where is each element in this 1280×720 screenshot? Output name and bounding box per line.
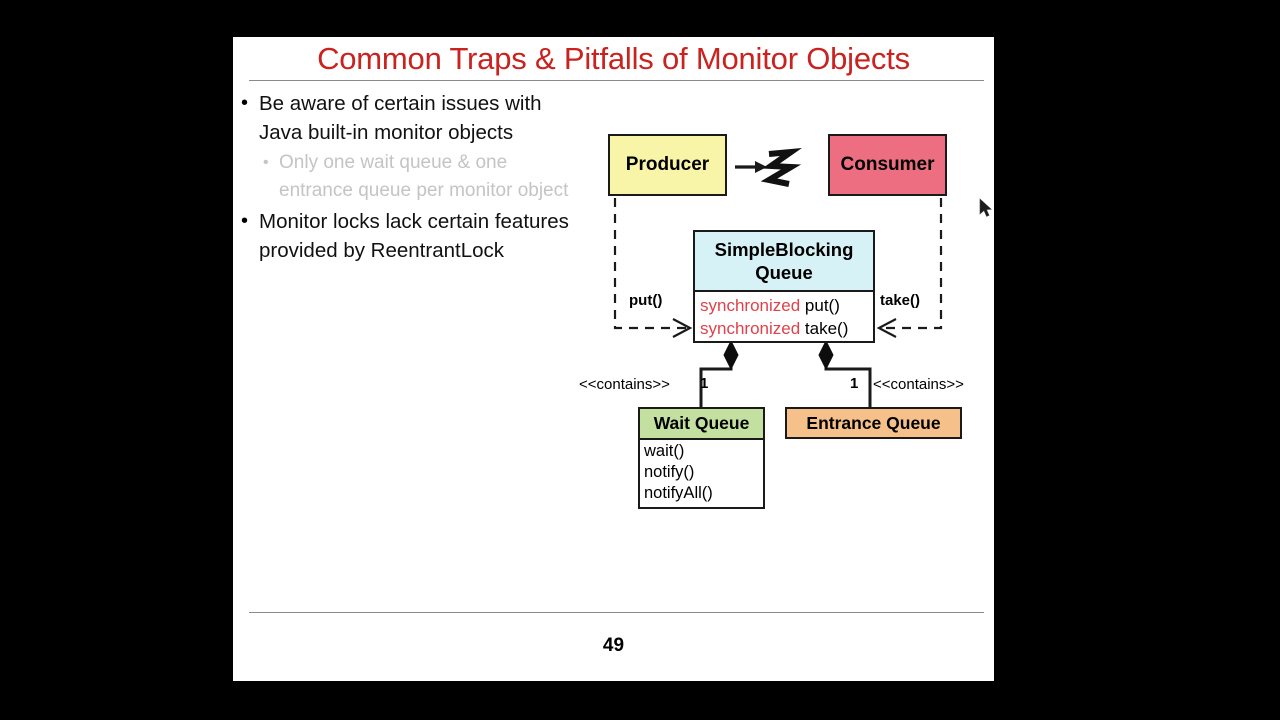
contains-right-label: <<contains>>: [873, 376, 964, 393]
sbq-method-name: take(): [804, 319, 849, 338]
sbq-method-name: put(): [804, 296, 840, 315]
wait-queue-method: wait(): [644, 442, 685, 460]
sbq-method-keyword: synchronized: [700, 296, 801, 315]
entrance-queue-box: Entrance Queue: [785, 407, 962, 439]
take-edge-label: take(): [880, 292, 921, 309]
wait-queue-class: Wait Queue wait() notify() notifyAll(): [638, 407, 765, 509]
wait-queue-title: Wait Queue: [640, 409, 763, 440]
consumer-box: Consumer: [828, 134, 947, 196]
bullet-text-2: Only one wait queue & one entrance queue…: [279, 152, 569, 201]
page-title: Common Traps & Pitfalls of Monitor Objec…: [317, 41, 910, 76]
bullet-item-1: • Be aware of certain issues with Java b…: [241, 89, 571, 147]
wait-queue-method-list: wait() notify() notifyAll(): [640, 440, 763, 504]
bullet-text-1: Be aware of certain issues with Java bui…: [259, 92, 542, 144]
sbq-title-line-1: SimpleBlocking: [714, 239, 854, 260]
page-number: 49: [602, 635, 625, 656]
contains-left-label: <<contains>>: [579, 376, 670, 393]
put-edge-label: put(): [629, 292, 663, 309]
sbq-method-row: synchronized put(): [700, 294, 873, 317]
wait-queue-method: notifyAll(): [644, 484, 713, 502]
bullet-text-3: Monitor locks lack certain features prov…: [259, 210, 569, 262]
multiplicity-right-label: 1: [850, 375, 859, 392]
multiplicity-left-label: 1: [700, 375, 709, 392]
sbq-title-line-2: Queue: [755, 262, 813, 283]
sbq-method-list: synchronized put() synchronized take(): [695, 292, 873, 340]
sbq-method-keyword: synchronized: [700, 319, 801, 338]
bullet-item-3: • Monitor locks lack certain features pr…: [241, 207, 571, 265]
sbq-method-row: synchronized take(): [700, 317, 873, 340]
bullet-item-2: • Only one wait queue & one entrance que…: [263, 149, 571, 205]
sbq-class-title: SimpleBlocking Queue: [695, 232, 873, 292]
slide-canvas: Common Traps & Pitfalls of Monitor Objec…: [233, 37, 994, 681]
bullet-marker-icon: •: [241, 210, 249, 232]
uml-diagram: Producer Consumer SimpleBlocking Queue s…: [579, 132, 993, 532]
producer-box: Producer: [608, 134, 727, 196]
bullet-marker-icon: •: [241, 92, 249, 114]
zigzag-signal-icon: [735, 147, 802, 187]
title-divider: [249, 80, 984, 81]
footer-divider: [249, 612, 984, 613]
simple-blocking-queue-class: SimpleBlocking Queue synchronized put() …: [693, 230, 875, 343]
bullet-marker-icon: •: [263, 154, 269, 171]
wait-queue-method: notify(): [644, 463, 695, 481]
bullet-list: • Be aware of certain issues with Java b…: [241, 89, 571, 267]
